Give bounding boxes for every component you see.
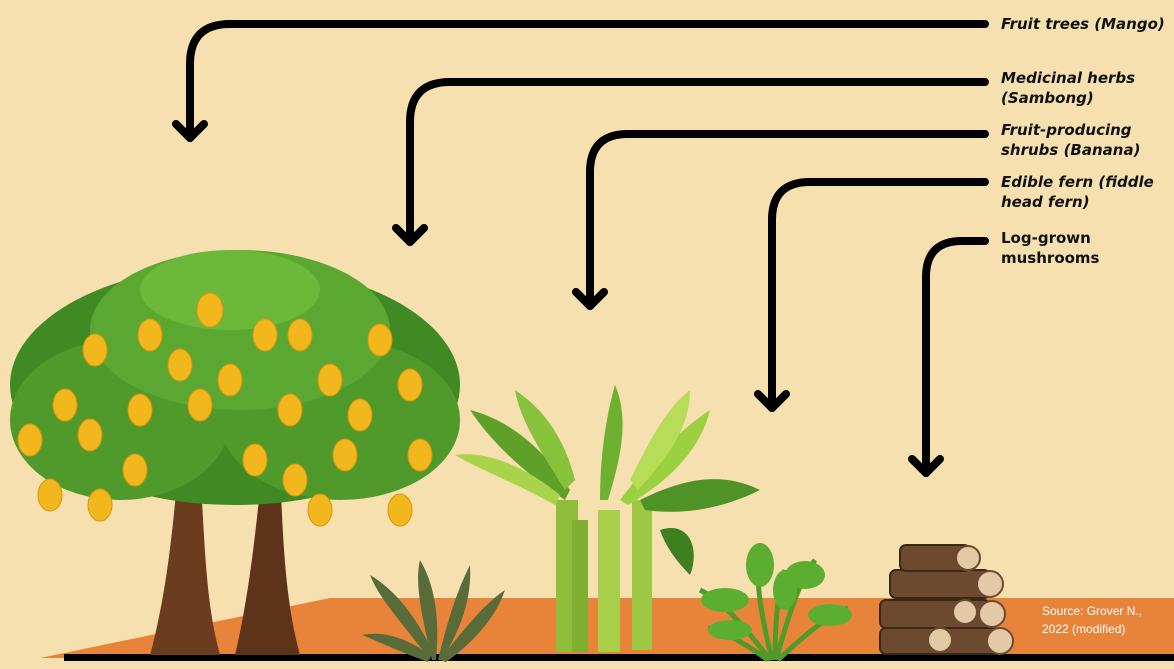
- ground-line: [64, 654, 1174, 661]
- label-banana: Fruit-producing shrubs (Banana): [1001, 120, 1140, 160]
- label-fern: Edible fern (fiddle head fern): [1001, 172, 1154, 212]
- label-sambong: Medicinal herbs (Sambong): [1001, 68, 1135, 108]
- arrow-fern: [758, 182, 985, 408]
- label-mushroom: Log-grown mushrooms: [1001, 228, 1099, 268]
- arrow-mushroom: [912, 241, 985, 473]
- arrow-sambong: [396, 82, 985, 242]
- label-mango: Fruit trees (Mango): [1001, 14, 1165, 34]
- source-credit: Source: Grover N., 2022 (modified): [1042, 602, 1142, 638]
